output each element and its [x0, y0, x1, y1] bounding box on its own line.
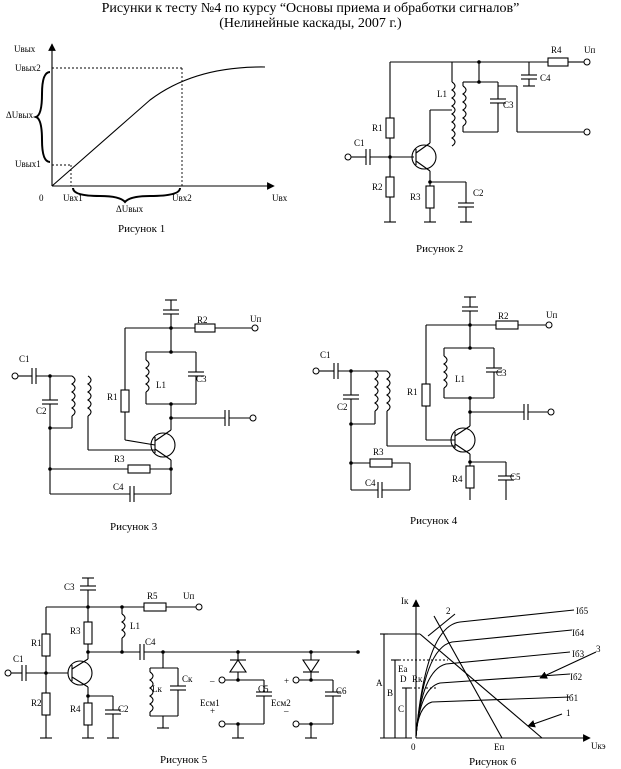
fig6-a-label: A: [376, 678, 383, 688]
fig4-r3-label: R3: [373, 447, 384, 457]
fig5-c6-label: C6: [336, 686, 347, 696]
fig6-c-label: C: [398, 704, 404, 714]
fig6-ep-label: Eп: [494, 742, 504, 752]
fig4-c1-label: C1: [320, 350, 331, 360]
fig6-b-label: B: [387, 688, 393, 698]
fig1-uout2-label: Uвых2: [15, 63, 41, 73]
fig5-r5-label: R5: [147, 591, 158, 601]
fig5-esm1-label: Eсм1: [200, 698, 220, 708]
fig5-c1-label: C1: [13, 654, 24, 664]
fig3-c4-label: C4: [113, 482, 124, 492]
figure-4-schematic: R2 Uп L1 C3 C1 C2 R1 R3 R4 C4 C5 Рисунок…: [312, 296, 557, 527]
fig6-rk-label: Rк: [412, 674, 423, 684]
fig1-delta-in-label: ΔUвых: [116, 204, 144, 214]
fig6-x-axis-label: Uкэ: [591, 741, 606, 751]
fig5-l1-label: L1: [130, 621, 140, 631]
fig1-uin2-label: Uвх2: [172, 193, 192, 203]
fig3-c1-label: C1: [19, 354, 30, 364]
fig1-y-axis-label: Uвых: [14, 44, 36, 54]
fig4-c5-label: C5: [510, 472, 521, 482]
fig5-c5-label: C5: [258, 684, 269, 694]
fig3-un-label: Uп: [250, 314, 261, 324]
figure-2-schematic: R4 Uп C4 L1 C3 R1 C1 R2 R3 C2 Рисунок 2: [344, 45, 595, 255]
fig4-c4-label: C4: [365, 478, 376, 488]
fig2-r1-label: R1: [372, 123, 383, 133]
fig1-uout1-label: Uвых1: [15, 159, 41, 169]
svg-text:–: –: [283, 706, 289, 716]
fig4-c2-label: C2: [337, 402, 348, 412]
fig6-origin-label: 0: [411, 742, 416, 752]
fig2-c3-label: C3: [503, 100, 514, 110]
fig5-c3-label: C3: [64, 582, 75, 592]
fig5-ck-label: Cк: [182, 674, 193, 684]
fig4-r4-label: R4: [452, 474, 463, 484]
fig3-l1-label: L1: [156, 380, 166, 390]
fig2-l1-label: L1: [437, 89, 447, 99]
fig5-r1-label: R1: [31, 638, 42, 648]
fig4-caption: Рисунок 4: [410, 515, 458, 527]
svg-text:+: +: [210, 706, 215, 716]
fig2-r4-label: R4: [551, 45, 562, 55]
fig2-r2-label: R2: [372, 182, 383, 192]
fig3-r2-label: R2: [197, 315, 208, 325]
fig3-r3-label: R3: [114, 454, 125, 464]
fig2-c1-label: C1: [354, 138, 365, 148]
fig5-c4-label: C4: [145, 637, 156, 647]
fig3-r1-label: R1: [107, 392, 118, 402]
fig2-c4-label: C4: [540, 73, 551, 83]
fig6-label-3: 3: [596, 644, 601, 654]
header-title: Рисунки к тесту №4 по курсу “Основы прие…: [101, 1, 520, 16]
fig6-curve-ib3: Iб3: [572, 649, 585, 659]
fig5-caption: Рисунок 5: [160, 754, 208, 766]
figure-5-schematic: – + + – C3 R5 Uп R1 R3 L1 C4 C1 Lк Cк R2…: [4, 577, 360, 766]
fig6-curve-ib5: Iб5: [576, 606, 589, 616]
fig6-caption: Рисунок 6: [469, 756, 517, 768]
fig4-r2-label: R2: [498, 311, 509, 321]
fig3-caption: Рисунок 3: [110, 521, 158, 533]
fig1-x-axis-label: Uвх: [272, 193, 288, 203]
fig2-caption: Рисунок 2: [416, 243, 463, 255]
fig5-c2-label: C2: [118, 704, 129, 714]
fig1-uin1-label: Uвх1: [63, 193, 83, 203]
figure-1-transfer-characteristic: Uвых Uвх 0 Uвых2 Uвых1 ΔUвых Uвх1 Uвх2 Δ…: [6, 43, 288, 235]
figure-6-output-characteristics: Iк Uкэ 0 Eп A B C Ea D Rк Iб5 Iб4 Iб3 Iб…: [376, 596, 606, 768]
svg-text:+: +: [284, 676, 289, 686]
fig4-un-label: Uп: [546, 310, 557, 320]
fig6-curve-ib2: Iб2: [570, 672, 582, 682]
fig5-r4-label: R4: [70, 704, 81, 714]
fig6-y-axis-label: Iк: [401, 596, 409, 606]
fig5-un-label: Uп: [183, 591, 194, 601]
fig1-caption: Рисунок 1: [118, 223, 165, 235]
fig4-r1-label: R1: [407, 387, 418, 397]
fig6-d-label: D: [400, 674, 407, 684]
svg-text:–: –: [209, 676, 215, 686]
fig5-lk-label: Lк: [152, 684, 162, 694]
fig5-r2-label: R2: [31, 698, 42, 708]
fig6-ea-label: Ea: [398, 664, 408, 674]
fig1-delta-out-label: ΔUвых: [6, 110, 34, 120]
fig2-un-label: Uп: [584, 45, 595, 55]
fig6-label-2: 2: [446, 606, 451, 616]
fig3-c3-label: C3: [196, 374, 207, 384]
fig4-c3-label: C3: [496, 368, 507, 378]
fig2-c2-label: C2: [473, 188, 484, 198]
figure-3-schematic: R2 Uп L1 C3 C1 C2 R1 R3 C4 Рисунок 3: [11, 299, 261, 533]
fig1-origin-label: 0: [39, 193, 44, 203]
fig5-r3-label: R3: [70, 626, 81, 636]
fig6-curve-ib4: Iб4: [572, 628, 585, 638]
fig3-c2-label: C2: [36, 406, 47, 416]
header-subtitle: (Нелинейные каскады, 2007 г.): [219, 16, 402, 31]
fig5-esm2-label: Eсм2: [271, 698, 291, 708]
fig2-r3-label: R3: [410, 192, 421, 202]
fig6-label-1: 1: [566, 708, 571, 718]
fig6-curve-ib1: Iб1: [566, 693, 578, 703]
fig4-l1-label: L1: [455, 374, 465, 384]
